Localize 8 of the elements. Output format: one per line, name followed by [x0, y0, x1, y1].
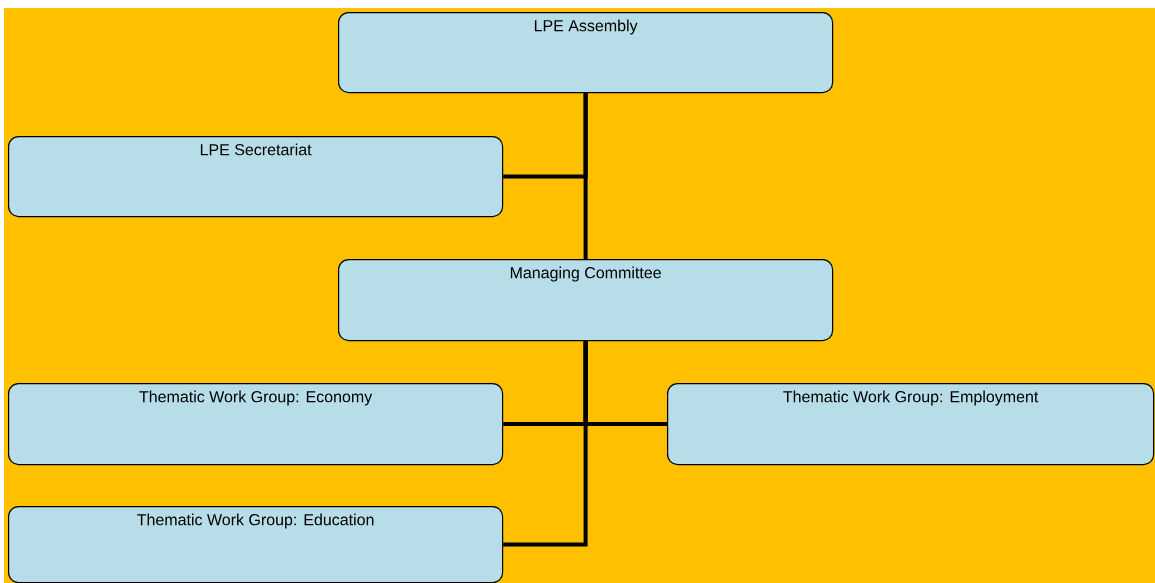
org-box: LPE Assembly — [338, 12, 834, 94]
org-box: LPE Secretariat — [8, 136, 504, 218]
org-box: Managing Committee — [338, 259, 834, 342]
org-box: Thematic Work Group: Economy — [8, 383, 504, 466]
connector-line — [503, 341, 588, 547]
org-box: Thematic Work Group: Employment — [667, 383, 1155, 466]
connector-line — [583, 93, 588, 259]
org-box: Thematic Work Group: Education — [8, 506, 504, 583]
